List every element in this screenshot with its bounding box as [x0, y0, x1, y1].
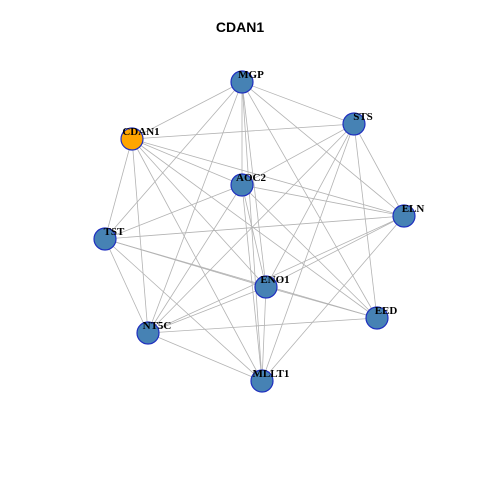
edge-sts-mllt1 [261, 123, 355, 382]
edge-nt5c-mllt1 [147, 332, 263, 382]
node-label-aoc2: AOC2 [236, 172, 266, 184]
edge-mgp-mllt1 [241, 81, 263, 382]
edge-aoc2-eno1 [241, 184, 267, 288]
node-mllt1 [250, 369, 274, 393]
edge-mgp-eln [241, 81, 405, 217]
node-cdan1 [120, 127, 144, 151]
edge-eno1-mllt1 [261, 286, 267, 382]
edge-eln-mllt1 [261, 215, 405, 382]
node-mgp [230, 70, 254, 94]
node-label-mgp: MGP [238, 69, 264, 81]
edge-layer [104, 81, 405, 382]
node-eln [392, 204, 416, 228]
edge-aoc2-tst [104, 184, 243, 240]
node-layer [93, 70, 416, 393]
edge-mgp-nt5c [147, 81, 243, 334]
edge-mgp-eed [241, 81, 378, 319]
edge-eln-eno1 [265, 215, 405, 288]
edge-sts-cdan1 [131, 123, 355, 140]
edge-eln-tst [104, 215, 405, 240]
edge-mgp-cdan1 [131, 81, 243, 140]
edge-cdan1-aoc2 [131, 138, 243, 186]
edge-sts-eno1 [265, 123, 355, 288]
edge-tst-mllt1 [104, 238, 263, 382]
node-label-nt5c: NT5C [143, 320, 172, 332]
node-label-eno1: ENO1 [260, 274, 289, 286]
node-eed [365, 306, 389, 330]
edge-cdan1-eln [131, 138, 405, 217]
edge-aoc2-eln [241, 184, 405, 217]
node-label-eed: EED [375, 305, 398, 317]
edge-eno1-nt5c [147, 286, 267, 334]
edge-tst-nt5c [104, 238, 149, 334]
node-label-cdan1: CDAN1 [122, 126, 159, 138]
node-eno1 [254, 275, 278, 299]
edge-mgp-eno1 [241, 81, 267, 288]
node-label-mllt1: MLLT1 [253, 368, 290, 380]
edge-tst-eed [104, 238, 378, 319]
edge-sts-eed [353, 123, 378, 319]
node-nt5c [136, 321, 160, 345]
edge-eln-nt5c [147, 215, 405, 334]
node-label-tst: TST [104, 226, 125, 238]
edge-cdan1-eed [131, 138, 378, 319]
graph-title: CDAN1 [215, 19, 265, 35]
edge-cdan1-mllt1 [131, 138, 263, 382]
edge-eno1-eed [265, 286, 378, 319]
node-sts [342, 112, 366, 136]
edge-aoc2-eed [241, 184, 378, 319]
edge-mgp-sts [241, 81, 355, 125]
edge-mgp-tst [104, 81, 243, 240]
edge-cdan1-eno1 [131, 138, 267, 288]
node-label-eln: ELN [402, 203, 425, 215]
edge-sts-nt5c [147, 123, 355, 334]
node-aoc2 [230, 173, 254, 197]
edge-eed-nt5c [147, 317, 378, 334]
node-label-sts: STS [353, 111, 373, 123]
edge-cdan1-tst [104, 138, 133, 240]
edge-sts-eln [353, 123, 405, 217]
node-tst [93, 227, 117, 251]
edge-sts-aoc2 [241, 123, 355, 186]
edge-aoc2-nt5c [147, 184, 243, 334]
